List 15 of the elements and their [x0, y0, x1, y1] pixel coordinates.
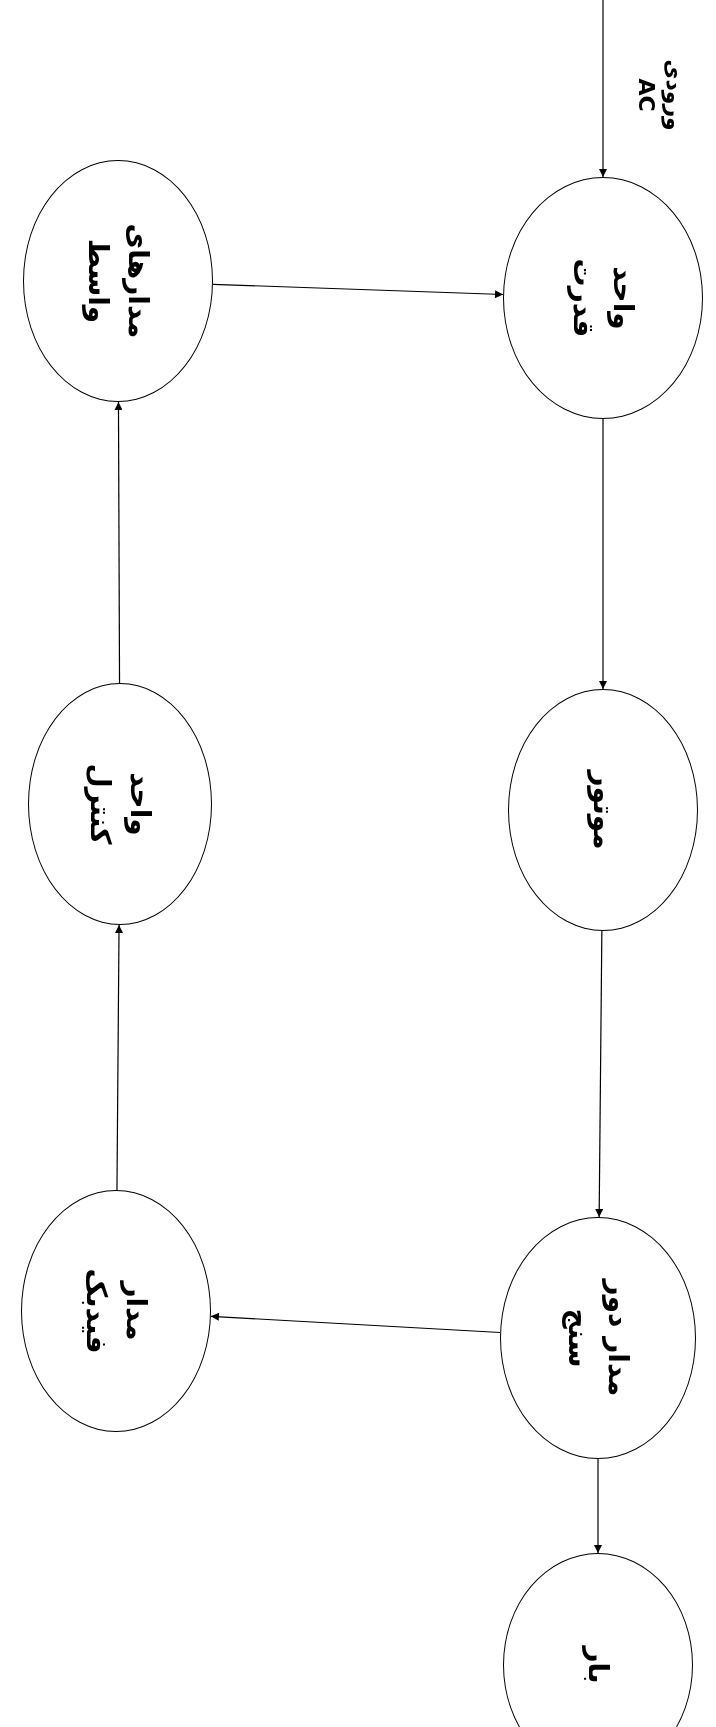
ellipse-node: واحد کنترل	[28, 683, 212, 925]
ellipse-node: مدارهای واسط	[23, 160, 213, 402]
ellipse-node: مدار دور سنج	[500, 1217, 696, 1459]
ellipse-node: واحد قدرت	[503, 177, 703, 419]
ellipse-node: بار	[503, 1553, 693, 1727]
arrow	[599, 418, 607, 690]
arrow	[595, 930, 604, 1218]
ellipse-node: مدار فیدبک	[21, 1190, 211, 1432]
arrow	[114, 401, 123, 684]
arrow	[594, 1458, 602, 1554]
arrow	[212, 283, 504, 299]
arrow	[599, 0, 607, 178]
arrow	[115, 924, 123, 1191]
arrow	[210, 1312, 501, 1334]
ellipse-node: موتور	[508, 689, 698, 931]
